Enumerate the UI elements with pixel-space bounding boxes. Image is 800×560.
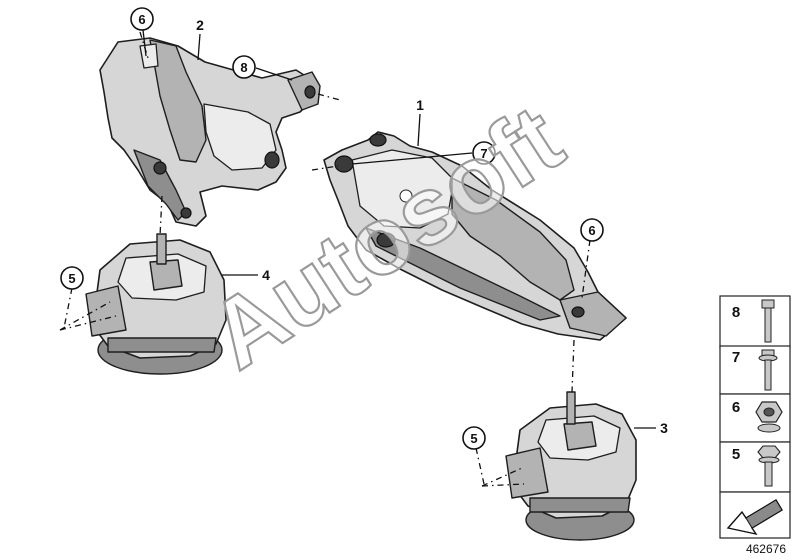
callout-7: 7 [351, 141, 496, 165]
callout-5-left-label: 5 [68, 271, 75, 286]
callout-5-right: 5 [462, 426, 486, 485]
callout-7-label: 7 [480, 146, 487, 161]
callout-1: 1 [416, 97, 424, 147]
callout-8-label: 8 [240, 60, 247, 75]
callout-6-right: 6 [580, 218, 604, 242]
callout-6-right-label: 6 [588, 223, 595, 238]
callout-5-right-label: 5 [470, 431, 477, 446]
assembly-lines [59, 31, 591, 487]
hex-bolt-icon [757, 445, 781, 487]
bolt-icon [761, 299, 775, 343]
legend-item-7-number: 7 [732, 349, 740, 366]
hex-nut-icon [755, 401, 783, 433]
engine-bracket-part-2 [99, 37, 321, 227]
callout-6-top: 6 [130, 7, 154, 57]
legend-item-7: 7 [732, 349, 778, 391]
document-number: 462676 [746, 542, 786, 556]
legend-item-5: 5 [732, 445, 781, 487]
legend-item-5-number: 5 [732, 446, 740, 463]
engine-mount-part-3 [505, 391, 637, 541]
legend-item-6: 6 [732, 399, 783, 433]
legend-item-8-number: 8 [732, 304, 740, 321]
callout-8: 8 [232, 55, 293, 81]
callout-6-top-label: 6 [138, 12, 145, 27]
callout-2: 2 [196, 17, 204, 61]
arrow-icon [726, 499, 783, 536]
engine-mount-part-4 [85, 233, 227, 375]
callout-4-label: 4 [262, 267, 270, 283]
callout-4: 4 [222, 267, 270, 283]
callout-3-label: 3 [660, 420, 668, 436]
flange-bolt-icon [758, 349, 778, 391]
callout-2-label: 2 [196, 17, 204, 33]
callout-5-left: 5 [60, 266, 84, 329]
legend-item-6-number: 6 [732, 399, 740, 416]
hardware-legend: 8 7 6 5 [719, 295, 791, 539]
callout-3: 3 [634, 420, 668, 436]
engine-bracket-part-1 [323, 131, 627, 341]
callout-1-label: 1 [416, 97, 424, 113]
legend-item-8: 8 [732, 299, 775, 343]
